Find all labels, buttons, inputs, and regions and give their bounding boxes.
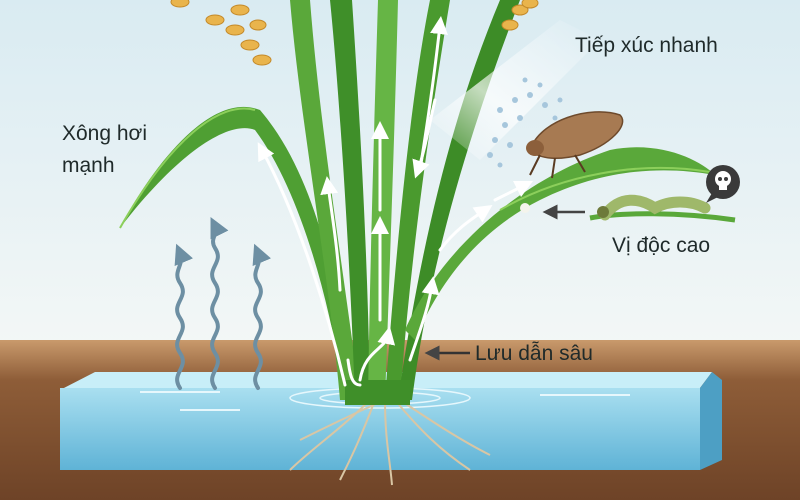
- vapor-arrows: [174, 217, 272, 390]
- label-contact: Tiếp xúc nhanh: [575, 34, 718, 57]
- skull-icon: [706, 165, 740, 203]
- leaf-damage: [520, 203, 530, 213]
- vapor-arrow-icon: [174, 243, 194, 390]
- label-fumigant-line2: mạnh: [62, 154, 115, 177]
- vapor-arrow-icon: [252, 243, 272, 390]
- systemic-flow-arrows: [257, 16, 534, 387]
- caterpillar-icon: [589, 194, 736, 223]
- label-systemic: Lưu dẫn sâu: [475, 342, 593, 365]
- contact-spray: [430, 20, 600, 168]
- vapor-arrow-icon: [210, 217, 229, 390]
- flow-arrow-icon: [408, 276, 440, 362]
- flow-arrow-icon: [320, 176, 342, 292]
- flow-arrow-icon: [257, 142, 347, 387]
- flow-arrow-icon: [438, 205, 493, 252]
- label-stomach: Vị độc cao: [612, 234, 710, 257]
- flow-arrow-icon: [412, 98, 437, 179]
- rice-grains: [170, 0, 539, 66]
- label-fumigant-line1: Xông hơi: [62, 122, 147, 145]
- flow-arrow-icon: [358, 326, 396, 382]
- roots: [289, 399, 491, 486]
- planthopper-icon: [526, 111, 624, 179]
- flow-arrow-icon: [493, 180, 534, 202]
